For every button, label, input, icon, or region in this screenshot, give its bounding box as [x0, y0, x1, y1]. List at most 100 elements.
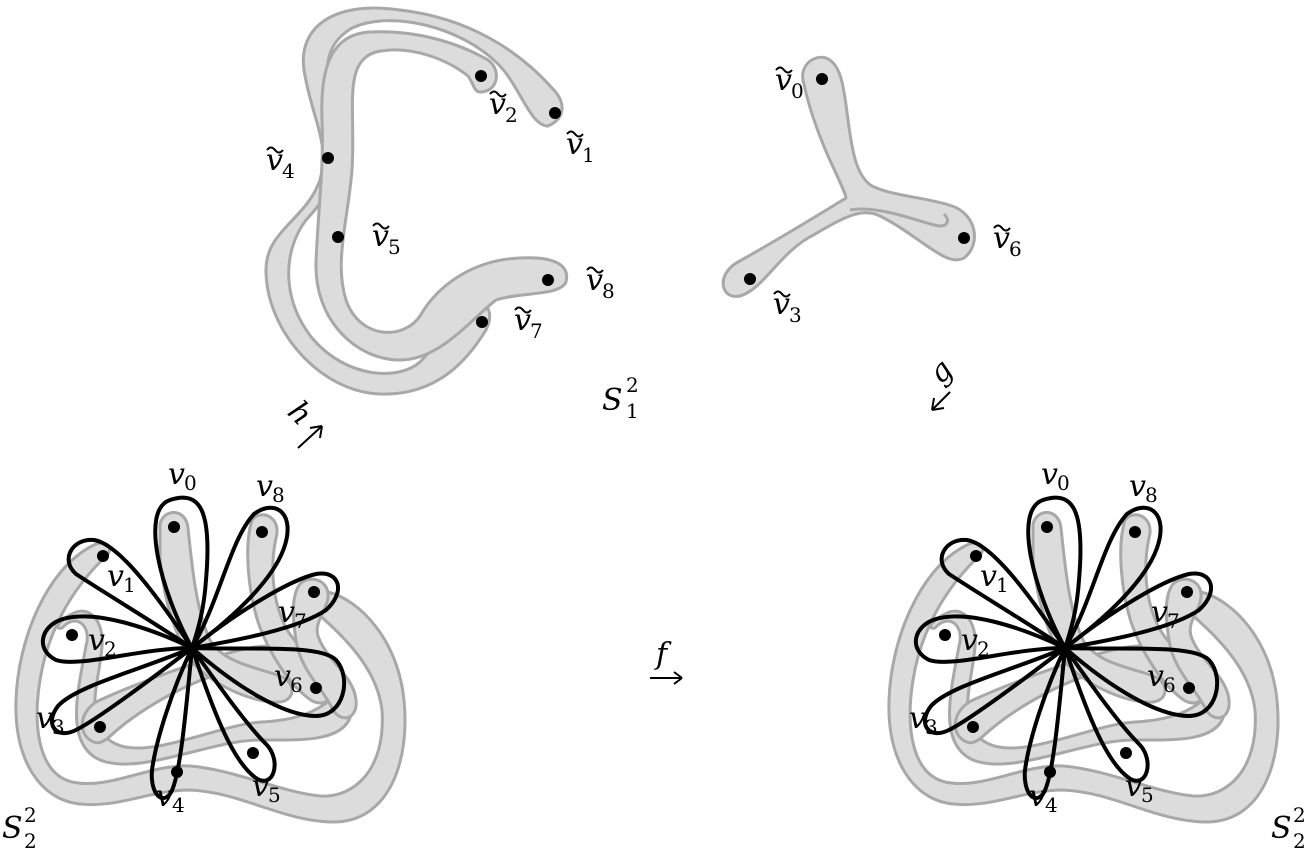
left-label-v5-base: v — [252, 769, 269, 804]
surface-left-sup: 2 — [24, 803, 37, 827]
left-petal-v8 — [190, 505, 290, 650]
map-g: g — [922, 352, 960, 411]
surface-right-sub: 2 — [1293, 829, 1306, 852]
tilde-v8 — [586, 266, 604, 274]
label-lift-v7-sub: 7 — [530, 319, 543, 343]
right-label-v0-base: v — [1041, 457, 1058, 492]
left-petal-v4 — [149, 646, 194, 801]
tilde-v5 — [372, 222, 390, 230]
right-label-v2-sub: 2 — [977, 637, 990, 661]
left-petal-v0 — [153, 495, 210, 650]
tilde-v4 — [266, 146, 284, 154]
right-label-v1-base: v — [980, 559, 997, 594]
right-petals — [913, 495, 1220, 801]
left-label-v7-base: v — [278, 595, 295, 630]
surface-right-sup: 2 — [1293, 803, 1306, 827]
left-petal-v5 — [190, 646, 277, 783]
surface-left-sub: 2 — [24, 829, 37, 852]
left-dot-v4 — [171, 766, 183, 778]
left-label-v2-sub: 2 — [104, 637, 117, 661]
dot-lift-v7 — [476, 316, 488, 328]
label-lift-v0-sub: 0 — [791, 79, 804, 103]
left-label-v1-base: v — [107, 559, 124, 594]
left-label-v6-sub: 6 — [290, 673, 303, 697]
band-y-inner-edge — [849, 207, 949, 228]
left-petal-v3 — [50, 646, 194, 736]
left-petal-v2 — [40, 614, 194, 664]
right-label-v7-sub: 7 — [1167, 609, 1180, 633]
label-lift-v4: v 4 — [266, 143, 295, 183]
left-label-v3-base: v — [36, 701, 53, 736]
left-dot-v1 — [97, 550, 109, 562]
right-petal-v3 — [923, 646, 1067, 736]
surface-right-base: S — [1271, 811, 1292, 846]
left-label-v2-base: v — [88, 623, 105, 658]
left-label-v8-sub: 8 — [272, 483, 285, 507]
left-label-v6-base: v — [274, 659, 291, 694]
left-band-outer — [14, 541, 407, 824]
map-g-label: g — [922, 352, 960, 390]
left-label-v1-sub: 1 — [123, 573, 136, 597]
map-f: f — [650, 637, 683, 685]
top-surface: v 0 v 1 v 2 v 3 v 4 v 5 v — [264, 6, 1022, 423]
label-lift-v5-sub: 5 — [388, 235, 401, 259]
dot-lift-v4 — [322, 152, 334, 164]
map-h: h — [280, 394, 323, 449]
right-label-v3-base: v — [909, 701, 926, 736]
label-lift-v8: v 8 — [586, 263, 615, 303]
label-lift-v1-sub: 1 — [582, 143, 595, 167]
right-dot-v7 — [1181, 586, 1193, 598]
right-dot-v4 — [1044, 766, 1056, 778]
right-band-outer — [887, 541, 1280, 824]
right-dot-v3 — [967, 721, 979, 733]
right-petal-v5 — [1063, 646, 1150, 783]
left-label-v0-sub: 0 — [184, 471, 197, 495]
left-petal-v7 — [190, 571, 340, 650]
right-label-v8-base: v — [1129, 469, 1146, 504]
right-label-v6-sub: 6 — [1163, 673, 1176, 697]
tilde-v7 — [514, 306, 532, 314]
dot-lift-v8 — [542, 274, 554, 286]
right-label-v0-sub: 0 — [1057, 471, 1070, 495]
tilde-v0 — [775, 66, 793, 74]
right-label-v7-base: v — [1151, 595, 1168, 630]
dot-lift-v3 — [744, 273, 756, 285]
surface-top-sup: 2 — [626, 373, 639, 397]
surface-label-right: S 2 2 — [1271, 803, 1306, 852]
dot-lift-v0 — [816, 73, 828, 85]
left-label-v0-base: v — [168, 457, 185, 492]
label-lift-v6: v 6 — [993, 221, 1022, 261]
right-petal-v8 — [1063, 505, 1163, 650]
right-label-v4-sub: 4 — [1045, 793, 1058, 817]
dot-lift-v5 — [332, 231, 344, 243]
right-label-v8-sub: 8 — [1145, 483, 1158, 507]
surface-top-base: S — [602, 383, 623, 418]
map-h-arrow — [297, 425, 323, 449]
right-dot-v6 — [1183, 682, 1195, 694]
left-dot-v5 — [247, 747, 259, 759]
right-petal-v1 — [939, 537, 1067, 650]
left-label-v4-base: v — [156, 779, 173, 814]
left-dot-v7 — [308, 586, 320, 598]
left-petals — [40, 495, 347, 801]
right-petal-v4 — [1022, 646, 1067, 801]
right-petal-v2 — [913, 614, 1067, 664]
surface-label-top: S 2 1 — [602, 373, 639, 423]
dot-lift-v1 — [549, 107, 561, 119]
label-lift-v0: v 0 — [775, 63, 804, 103]
label-lift-v8-sub: 8 — [602, 279, 615, 303]
right-petal-v6 — [1063, 646, 1220, 718]
